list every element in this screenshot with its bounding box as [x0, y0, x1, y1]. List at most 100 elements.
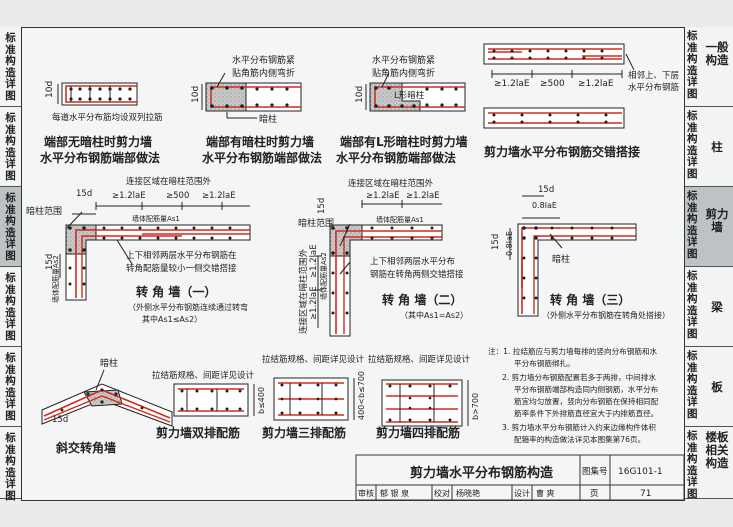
right-sidebar-tab[interactable]: 标准构造详图梁 [683, 267, 733, 347]
left-sidebar-label: 标准构造详图 [5, 432, 16, 502]
drawing-canvas: 10d 每道水平分布筋均设双列拉筋 端部无暗柱时剪力墙 水平分布钢筋端部做法 1… [26, 43, 685, 501]
d3-label: L形暗柱 [394, 90, 425, 101]
s3-note: 拉结筋规格、间距详见设计 [262, 354, 365, 365]
c3-dim-1: 15d [538, 185, 554, 195]
d3-dim: 10d [355, 86, 365, 103]
c2-top-1: 连接区域在暗柱范围外 [348, 178, 434, 189]
note-line: 平分布钢筋绑扎。 [514, 358, 575, 368]
right-sidebar-tab[interactable]: 标准构造详图 柱 [683, 107, 733, 187]
c2-top-3: ≥1.2laE [406, 191, 440, 201]
detail-1 [57, 82, 138, 106]
double-row [173, 383, 255, 417]
quad-row [381, 379, 469, 427]
note-line: 筋宜均匀放置，竖向分布钢筋在保持相同配 [514, 396, 659, 406]
d4-note-2: 水平分布钢筋 [628, 82, 679, 93]
d1-caption-2: 水平分布钢筋端部做法 [40, 150, 160, 165]
c2-sub: （其中As1=As2） [400, 310, 468, 320]
c1-dim-4: ≥1.2laE [202, 191, 236, 201]
left-sidebar-tab[interactable]: 标准构造详图 [0, 267, 21, 347]
right-sidebar-topic: 柱 [711, 139, 723, 154]
s1-dim: 15d [52, 415, 68, 425]
c1-note-2: 转角配筋量较小一侧交错搭接 [126, 263, 237, 274]
d1-caption-1: 端部无暗柱时剪力墙 [44, 134, 152, 149]
c2-as2: 墙体配筋量As2 [319, 252, 328, 300]
left-sidebar-label: 标准构造详图 [5, 272, 16, 342]
oblique-corner [41, 369, 173, 427]
check-label: 校对 [434, 488, 450, 498]
right-sidebar-topic: 剪力墙 [705, 206, 729, 234]
right-sidebar-vertical-label: 标准构造详图 [687, 430, 698, 500]
right-sidebar-tab[interactable]: 标准构造详图剪力墙 [683, 187, 733, 267]
s4-caption: 剪力墙四排配筋 [376, 425, 460, 440]
c2-top-2: ≥1.2laE [366, 191, 400, 201]
d2-note-1: 水平分布钢筋紧 [232, 54, 295, 66]
c3-label: 暗柱 [552, 253, 570, 265]
detail-4 [483, 43, 635, 129]
c2-side-1: 连接区域在暗柱范围外 [298, 248, 309, 334]
left-sidebar-label: 标准构造详图 [5, 112, 16, 182]
c2-note-1: 上下相邻两层水平分布 [370, 256, 455, 267]
c1-as2: 墙体配筋量As2 [51, 255, 60, 303]
s1-label: 暗柱 [100, 357, 118, 369]
d2-caption-1: 端部有暗柱时剪力墙 [206, 134, 314, 149]
d3-caption-1: 端部有L形暗柱时剪力墙 [340, 134, 468, 149]
c2-dim: 15d [317, 198, 327, 214]
left-sidebar-tab[interactable]: 标准构造详图 [0, 347, 21, 427]
c2-as1: 墙体配筋量As1 [376, 215, 424, 224]
s4-note: 拉结筋规格、间距详见设计 [368, 354, 471, 365]
d2-caption-2: 水平分布钢筋端部做法 [202, 150, 322, 165]
s2-caption: 剪力墙双排配筋 [156, 425, 240, 440]
right-sidebar-topic: 梁 [711, 299, 723, 314]
left-sidebar-tab[interactable]: 标准构造详图 [0, 27, 21, 107]
right-sidebar-tab[interactable]: 标准构造详图楼板相关构造 [683, 427, 733, 499]
note-line: 注：1. 拉结筋应与剪力墙每排的竖向分布钢筋和水 [488, 346, 658, 356]
d4-dim-3: ≥1.2laE [578, 79, 614, 89]
right-sidebar-tab[interactable]: 标准构造详图板 [683, 347, 733, 427]
left-sidebar-tab[interactable]: 标准构造详图 [0, 107, 21, 187]
page-label: 页 [590, 489, 599, 499]
left-sidebar-label: 标准构造详图 [5, 192, 16, 262]
c1-label: 暗柱范围 [26, 205, 62, 217]
c3-dim-3: 15d [491, 234, 501, 250]
title-block: 剪力墙水平分布钢筋构造 图集号 16G101-1 审核 郁 银 泉 校对 杨晓艳… [355, 454, 685, 501]
c1-sub-1: （外侧水平分布钢筋连续通过转弯 [128, 302, 248, 312]
c1-top: 连接区域在暗柱范围外 [126, 176, 212, 187]
reviewer: 郁 银 泉 [380, 488, 409, 498]
c1-as1: 墙体配筋量As1 [132, 214, 180, 223]
sheet-title: 剪力墙水平分布钢筋构造 [410, 465, 554, 481]
checker: 杨晓艳 [456, 488, 480, 498]
d3-note-1: 水平分布钢筋紧 [372, 54, 435, 66]
s4-dim: b>700 [471, 393, 480, 420]
right-sidebar-vertical-label: 标准构造详图 [687, 350, 698, 420]
left-sidebar-tab[interactable]: 标准构造详图 [0, 187, 21, 267]
left-sidebar-label: 标准构造详图 [5, 32, 16, 102]
corner-wall-1 [59, 202, 251, 301]
corner-wall-3 [509, 195, 637, 317]
c1-caption: 转 角 墙（一） [136, 284, 216, 299]
d4-dim-1: ≥1.2laE [494, 79, 530, 89]
c3-sub: （外侧水平分布钢筋在转角处搭接） [542, 310, 670, 320]
c1-sub-2: 其中As1≤As2） [142, 314, 202, 324]
detail-3 [365, 72, 466, 112]
right-sidebar-tab[interactable]: 标准构造详图一般构造 [683, 27, 733, 107]
drawing-frame: 10d 每道水平分布筋均设双列拉筋 端部无暗柱时剪力墙 水平分布钢筋端部做法 1… [21, 27, 685, 501]
left-sidebar-label: 标准构造详图 [5, 352, 16, 422]
corner-wall-2 [314, 200, 443, 337]
d2-dim: 10d [191, 86, 201, 103]
atlas-no: 16G101-1 [618, 467, 663, 477]
d2-label: 暗柱 [259, 113, 277, 125]
c2-caption: 转 角 墙（二） [382, 292, 462, 307]
d3-caption-2: 水平分布钢筋端部做法 [336, 150, 456, 165]
right-sidebar-vertical-label: 标准构造详图 [687, 30, 698, 100]
c1-dim-5: 15d [45, 254, 55, 270]
right-sidebar-vertical-label: 标准构造详图 [687, 110, 698, 180]
c3-dim-4: 0.8laE [505, 231, 514, 256]
c2-label: 暗柱范围 [298, 217, 334, 229]
c1-dim-3: ≥500 [166, 191, 189, 201]
d4-dim-2: ≥500 [540, 79, 565, 89]
c3-dim-2: 0.8laE [532, 201, 557, 210]
detail-2 [201, 72, 302, 119]
note-line: 3. 剪力墙水平分布钢筋计入约束边缘构件体积 [502, 422, 656, 432]
left-sidebar-tab[interactable]: 标准构造详图 [0, 427, 21, 502]
c3-caption: 转 角 墙（三） [550, 292, 630, 307]
